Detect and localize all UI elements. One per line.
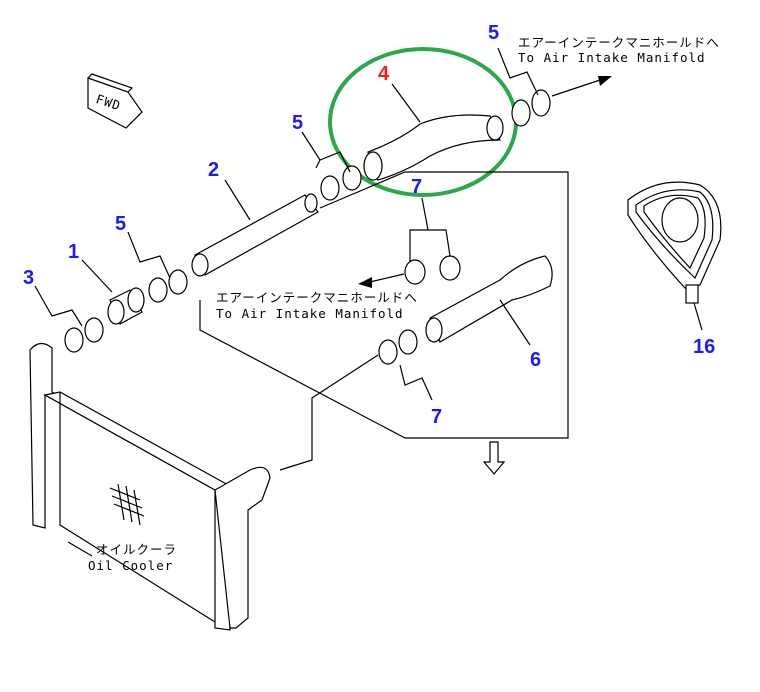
callout-7-top: 7 [411,176,422,198]
fwd-arrow-icon: FWD [87,73,143,129]
part-6-hose[interactable] [425,255,553,343]
clamp-pair-top[interactable] [511,89,551,127]
part-2-pipe[interactable] [191,193,319,277]
arrow-head-top-icon [598,76,612,86]
clamp-pair-3[interactable] [64,317,104,353]
note-top-en: To Air Intake Manifold [518,50,706,65]
callout-7-bottom: 7 [431,406,442,428]
callout-16: 16 [693,336,715,358]
clamp-pair-7-bottom[interactable] [378,329,418,365]
note-top-jp: エアーインテークマニホールドへ [518,35,720,50]
callout-3: 3 [23,267,34,289]
callout-2: 2 [208,159,219,181]
part-4-hose[interactable] [363,114,504,181]
note-mid-en: To Air Intake Manifold [216,306,404,321]
callout-1: 1 [68,241,79,263]
callout-5-mid: 5 [292,112,303,134]
callout-5-left: 5 [115,213,126,235]
clamp-pair-mid[interactable] [320,165,362,201]
note-cooler-en: Oil Cooler [88,558,173,573]
callout-4: 4 [378,63,390,85]
leader-arrow-top [551,79,601,97]
callout-6: 6 [530,349,541,371]
oil-cooler[interactable] [29,342,271,631]
arrow-head-mid-icon [358,277,372,288]
part-1-sleeve[interactable] [107,287,145,325]
note-cooler-jp: オイルクーラ [96,542,177,557]
note-mid-jp: エアーインテークマニホールドへ [216,290,418,305]
clamp-pair-left[interactable] [148,269,188,303]
callout-5-top: 5 [488,22,499,44]
down-arrow-icon [482,441,506,475]
clamp-pair-7-top[interactable] [404,255,461,285]
part-16-seal[interactable] [627,181,722,304]
